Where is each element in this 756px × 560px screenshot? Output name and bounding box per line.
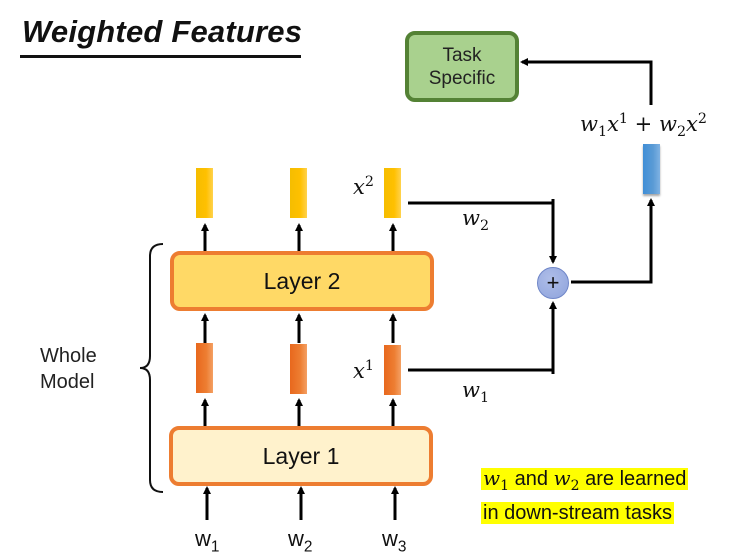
sum-node: +: [537, 267, 569, 299]
plus-icon: +: [546, 270, 560, 295]
layer-2-box: Layer 2: [170, 251, 434, 311]
input-token-2: w2: [288, 526, 313, 556]
layer2-output-vector-2: [290, 168, 307, 218]
layer-1-box: Layer 1: [169, 426, 433, 486]
learned-weights-note: w1 and w2 are learned in down-stream tas…: [481, 466, 689, 524]
layer-2-label: Layer 2: [263, 267, 341, 294]
page-title: Weighted Features: [22, 14, 303, 49]
w1-weight-label: w1: [462, 378, 490, 407]
task-box-line2: Specific: [428, 67, 496, 89]
task-specific-box: Task Specific: [405, 31, 519, 102]
layer2-output-vector-3: [384, 168, 401, 218]
w2-weight-label: w2: [462, 206, 490, 235]
layer1-output-vector-2: [290, 344, 307, 394]
weighted-sum-formula: w1x1 + w2x2: [580, 111, 707, 141]
title-underline: [20, 55, 301, 58]
layer-1-label: Layer 1: [262, 442, 340, 469]
layer2-output-vector-1: [196, 168, 213, 218]
whole-model-brace: [139, 243, 164, 493]
whole-model-label: Whole Model: [40, 345, 97, 393]
sum-to-output-line: [571, 198, 655, 284]
formula-to-task-line: [520, 58, 653, 105]
x1-to-sum-line: [408, 301, 557, 372]
layer1-output-vector-3: [384, 345, 401, 395]
layer1-output-vector-1: [196, 343, 213, 393]
input-token-3: w3: [382, 526, 407, 556]
x1-label: x1: [353, 358, 374, 383]
input-token-1: w1: [195, 526, 220, 556]
task-box-line1: Task: [442, 44, 482, 66]
weighted-sum-vector: [643, 144, 660, 194]
x2-label: x2: [353, 174, 374, 199]
